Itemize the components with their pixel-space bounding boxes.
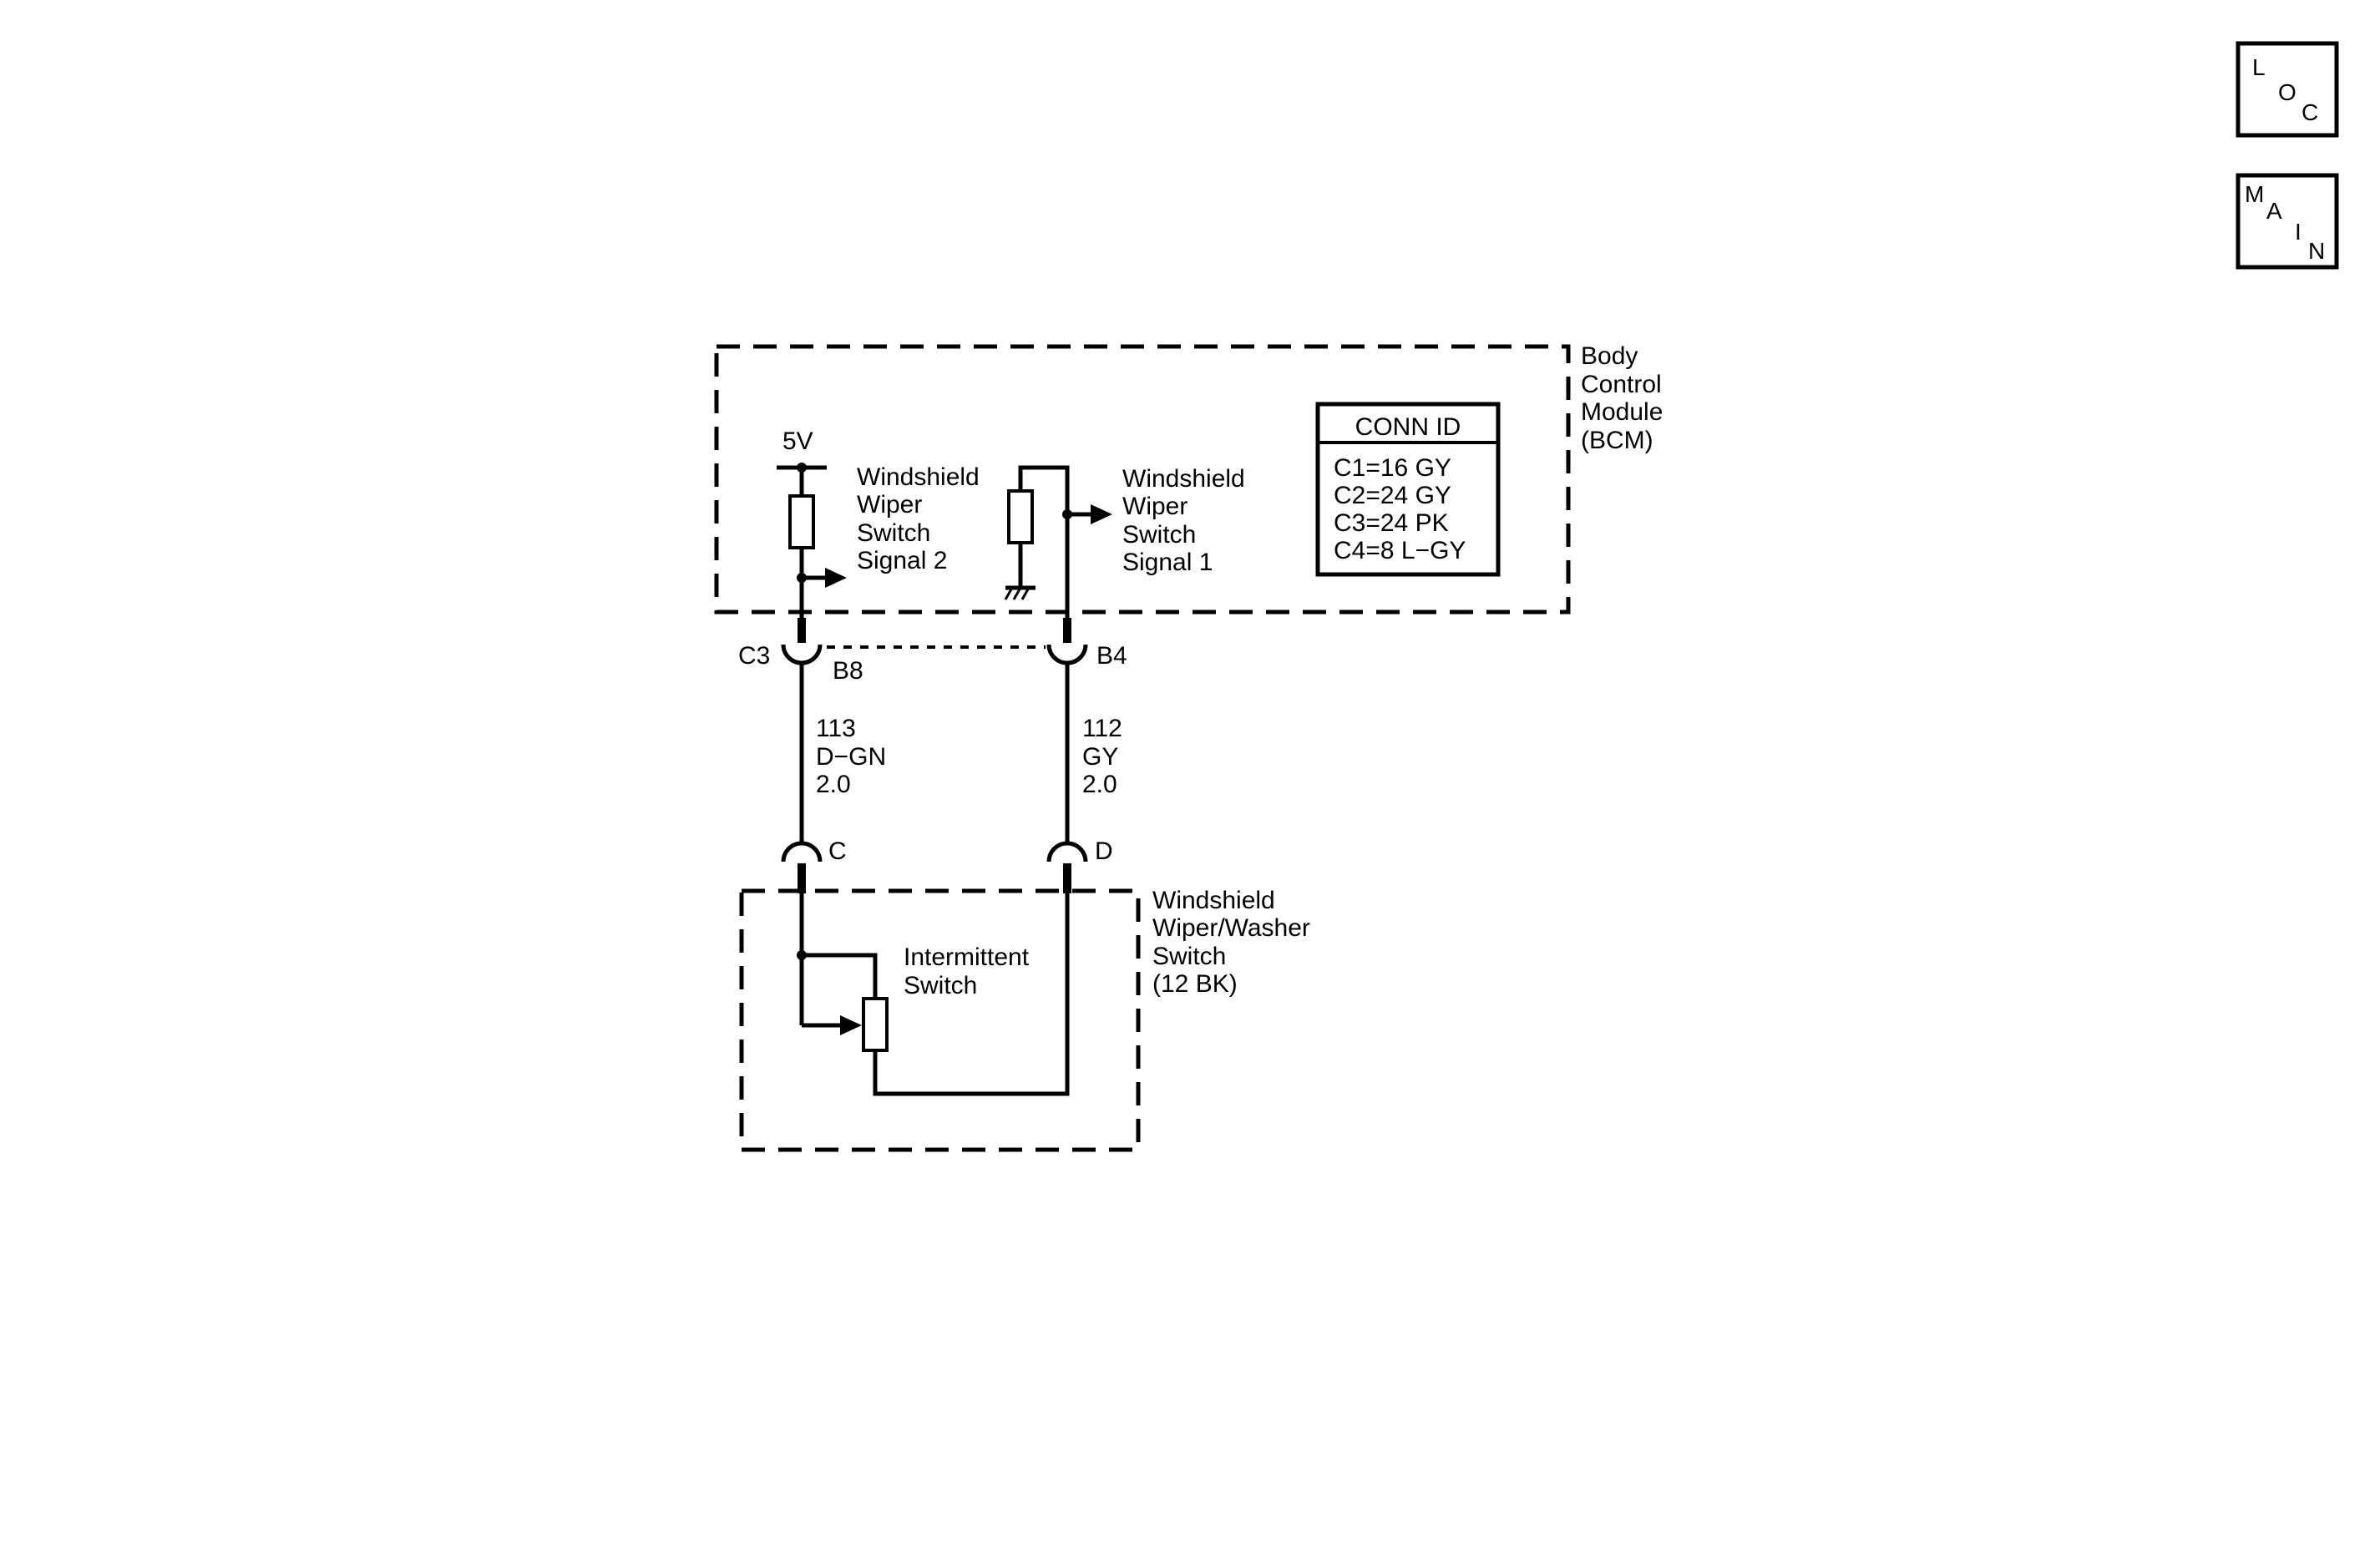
- ground-icon: [1004, 585, 1036, 600]
- svg-text:Module: Module: [1581, 398, 1663, 426]
- svg-text:Wiper: Wiper: [857, 491, 922, 518]
- svg-text:112: 112: [1082, 715, 1122, 742]
- wire-segment: [873, 893, 1070, 1096]
- pin-b8-label: B8: [833, 657, 863, 685]
- svg-text:Switch: Switch: [904, 972, 977, 999]
- svg-text:Windshield: Windshield: [1152, 887, 1275, 914]
- pullup-resistor: [788, 494, 815, 549]
- wiper-washer-switch-label: Windshield Wiper/Washer Switch (12 BK): [1152, 887, 1310, 998]
- main-letter-1: M: [2245, 181, 2264, 207]
- connector-c3-label: C3: [738, 642, 770, 670]
- svg-text:GY: GY: [1082, 743, 1118, 771]
- pin-c-label: C: [828, 837, 847, 865]
- signal1-label: Windshield Wiper Switch Signal 1: [1122, 465, 1245, 576]
- svg-text:113: 113: [816, 715, 856, 742]
- connector-switch-pin-c: [781, 841, 823, 893]
- intermittent-potentiometer: [862, 997, 889, 1052]
- svg-text:Intermittent: Intermittent: [904, 943, 1030, 971]
- svg-text:Body: Body: [1581, 342, 1638, 370]
- main-button[interactable]: M A I N: [2236, 173, 2339, 270]
- conn-id-row: C1=16 GY: [1334, 454, 1451, 482]
- svg-text:Control: Control: [1581, 371, 1662, 398]
- svg-text:Signal 2: Signal 2: [857, 547, 947, 574]
- pin-b4-label: B4: [1096, 642, 1127, 670]
- signal2-arrow: [802, 568, 847, 588]
- conn-id-table: CONN ID C1=16 GY C2=24 GY C3=24 PK C4=8 …: [1315, 402, 1501, 577]
- svg-text:Switch: Switch: [857, 519, 930, 547]
- wiper-washer-switch-boundary: [739, 888, 1141, 1152]
- conn-id-row: C3=24 PK: [1334, 509, 1449, 537]
- main-letter-4: N: [2308, 238, 2325, 264]
- bcm-boundary: [714, 344, 1571, 615]
- bcm-label: Body Control Module (BCM): [1581, 342, 1663, 454]
- conn-id-title: CONN ID: [1355, 413, 1461, 441]
- main-letter-3: I: [2295, 219, 2302, 245]
- svg-text:Switch: Switch: [1152, 943, 1226, 970]
- signal2-label: Windshield Wiper Switch Signal 2: [857, 463, 980, 574]
- supply-5v-symbol: 5V: [777, 427, 827, 473]
- wire-112-label: 112 GY 2.0: [1082, 715, 1122, 798]
- pulldown-resistor: [1007, 489, 1034, 544]
- svg-text:Wiper/Washer: Wiper/Washer: [1152, 914, 1310, 942]
- svg-text:Switch: Switch: [1122, 521, 1196, 549]
- supply-5v-label: 5V: [782, 427, 813, 455]
- wire-113-label: 113 D−GN 2.0: [816, 715, 886, 798]
- connector-switch-pin-d: [1046, 841, 1088, 893]
- svg-text:2.0: 2.0: [1082, 771, 1117, 798]
- loc-letter-1: L: [2252, 54, 2266, 80]
- main-letter-2: A: [2266, 198, 2282, 224]
- intermittent-switch-label: Intermittent Switch: [904, 943, 1030, 999]
- conn-id-row: C2=24 GY: [1334, 482, 1451, 509]
- svg-text:D−GN: D−GN: [816, 743, 886, 771]
- pin-d-label: D: [1095, 837, 1113, 865]
- svg-text:Signal 1: Signal 1: [1122, 549, 1213, 576]
- connector-c3-pin-b8: [781, 618, 823, 665]
- loc-letter-2: O: [2278, 79, 2296, 105]
- svg-text:Wiper: Wiper: [1122, 493, 1187, 520]
- wire-segment: [1018, 465, 1070, 618]
- signal1-arrow: [1067, 504, 1112, 524]
- loc-letter-3: C: [2302, 99, 2318, 125]
- loc-button[interactable]: L O C: [2236, 41, 2339, 138]
- wire-segment: [802, 953, 878, 999]
- connector-c3-pin-b4: [1046, 618, 1088, 665]
- potentiometer-wiper-arrow: [802, 1015, 862, 1035]
- conn-id-row: C4=8 L−GY: [1334, 537, 1466, 564]
- svg-text:(12 BK): (12 BK): [1152, 970, 1238, 998]
- svg-text:Windshield: Windshield: [1122, 465, 1245, 493]
- svg-text:Windshield: Windshield: [857, 463, 980, 491]
- svg-text:2.0: 2.0: [816, 771, 851, 798]
- svg-text:(BCM): (BCM): [1581, 427, 1653, 454]
